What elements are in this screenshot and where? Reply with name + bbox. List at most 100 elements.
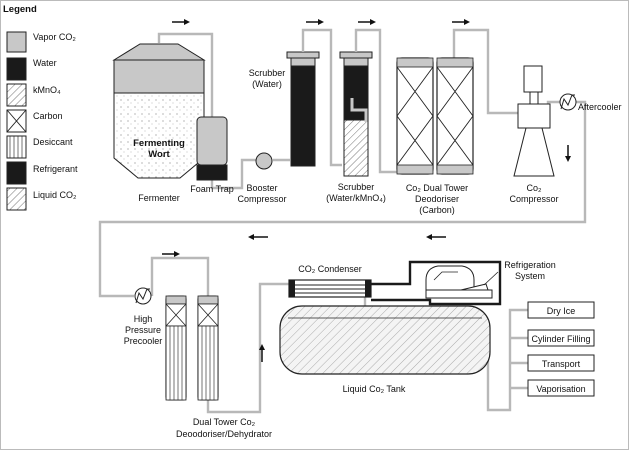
scrubber-water-label-line2: (Water)	[252, 79, 282, 89]
aftercooler-icon	[559, 93, 577, 111]
compressor-motor	[523, 65, 543, 93]
legend-swatch-liquid	[6, 187, 27, 211]
refrigeration-compressor	[425, 265, 475, 291]
arrow-right-5-icon	[162, 251, 180, 257]
tank-label: Liquid Co₂ Tank	[343, 384, 406, 394]
booster-label-line1: Booster	[246, 183, 277, 193]
scrubber-kmno4-label-line2: (Water/kMnO₄)	[326, 193, 386, 203]
fermenter-vapor-space	[113, 59, 205, 94]
carbon-tower-left	[396, 57, 434, 175]
arrow-down-icon	[565, 145, 571, 162]
legend-title: Legend	[3, 4, 37, 15]
scrubber-kmno4-bed	[343, 119, 369, 177]
refrigerant-loop	[371, 260, 502, 306]
legend-swatch-water	[6, 57, 27, 81]
foam-trap-vapor	[196, 116, 228, 166]
legend-label-carbon: Carbon	[33, 111, 63, 121]
dehydrator-label-line1: Dual Tower Co₂	[193, 417, 256, 427]
legend-label-desiccant: Desiccant	[33, 137, 73, 147]
output-box-vaporisation	[527, 379, 595, 397]
arrow-right-1-icon	[172, 19, 190, 25]
legend-item-carbon: Carbon	[6, 109, 63, 133]
legend-item-refrigerant: Refrigerant	[6, 161, 78, 185]
output-vaporisation: Vaporisation	[527, 379, 595, 397]
output-cylinder-filling: Cylinder Filling	[527, 329, 595, 347]
fermenter-inner-line2: Wort	[148, 149, 170, 160]
output-transport: Transport	[527, 354, 595, 372]
refrigeration-label-line1: Refrigeration	[504, 260, 556, 270]
pipe-scrubber2-dualtower	[354, 28, 397, 174]
legend-label-liquid: Liquid CO₂	[33, 190, 77, 200]
fermenter-inner-line1: Fermenting	[133, 138, 185, 149]
pipe-fermenter-foamtrap	[157, 32, 214, 117]
pipe-dualtower-compressor	[452, 28, 520, 115]
legend-swatch-desiccant	[6, 135, 27, 159]
scrubber-kmno4-label-line1: Scrubber	[338, 182, 375, 192]
tank-body	[279, 305, 491, 375]
compressor-head	[517, 103, 551, 129]
foam-trap: Foam Trap	[190, 116, 234, 194]
legend-item-desiccant: Desiccant	[6, 135, 73, 159]
scrubber-water-column	[290, 65, 316, 167]
compressor-label-line2: Compressor	[509, 194, 558, 204]
flow-arrows	[162, 19, 571, 362]
scrubber-water-vapor	[290, 57, 316, 67]
compressor-label-line1: Co₂	[527, 183, 543, 193]
arrow-up-icon	[259, 344, 265, 362]
dual-tower-deodoriser: Co₂ Dual Tower Deodoriser (Carbon)	[396, 57, 474, 215]
fermenter: Fermenting Wort Fermenter	[112, 43, 206, 203]
condenser-label: CO₂ Condenser	[298, 264, 362, 274]
scrubber-water: Scrubber (Water)	[249, 40, 320, 167]
refrigeration-system: Refrigeration System	[425, 260, 556, 299]
output-label-cylinder: Cylinder Filling	[531, 334, 590, 344]
arrow-right-3-icon	[358, 19, 376, 25]
dual-tower-label-line3: (Carbon)	[419, 205, 455, 215]
compressor-base	[513, 127, 555, 177]
output-label-dry-ice: Dry Ice	[547, 306, 576, 316]
legend-item-kmno4: kMnO₄	[6, 83, 61, 107]
legend-swatch-kmno4	[6, 83, 27, 107]
legend-label-vapor: Vapor CO₂	[33, 32, 76, 42]
precooler-icon	[134, 287, 152, 305]
scrubber-kmno4-water	[343, 65, 369, 121]
legend-swatch-refrigerant	[6, 161, 27, 185]
pipe-tank-manifold	[486, 308, 528, 412]
legend-item-vapor: Vapor CO₂	[6, 31, 76, 53]
dual-tower-label-line2: Deodoriser	[415, 194, 459, 204]
fermenter-roof	[112, 43, 206, 61]
precooler-label-line1: High	[134, 314, 153, 324]
booster-compressor: Booster Compressor	[237, 152, 287, 204]
output-label-transport: Transport	[542, 359, 581, 369]
scrubber-kmno4-inner-tube	[350, 98, 368, 122]
arrow-right-4-icon	[452, 19, 470, 25]
carbon-tower-right	[436, 57, 474, 175]
arrow-right-2-icon	[306, 19, 324, 25]
arrow-left-2-icon	[248, 234, 268, 240]
output-label-vaporisation: Vaporisation	[536, 384, 585, 394]
output-box-transport	[527, 354, 595, 372]
aftercooler: Aftercooler	[559, 93, 622, 112]
legend-swatch-vapor	[6, 31, 27, 53]
pipe-aftercooler-return	[98, 100, 587, 298]
dual-tower-label-line1: Co₂ Dual Tower	[406, 183, 468, 193]
pipe-scrubber1-scrubber2	[301, 28, 342, 167]
output-dry-ice: Dry Ice	[527, 301, 595, 319]
precooler-label-line2: Pressure	[125, 325, 161, 335]
aftercooler-label: Aftercooler	[578, 102, 622, 112]
legend-item-water: Water	[6, 57, 57, 81]
legend: Legend Vapor CO₂ Water kMnO₄ Carbon Desi…	[3, 4, 78, 211]
co2-compressor: Co₂ Compressor	[509, 65, 559, 204]
legend-label-kmno4: kMnO₄	[33, 85, 61, 95]
precooler-label-line3: Precooler	[124, 336, 163, 346]
legend-label-water: Water	[33, 58, 57, 68]
scrubber-water-label-line1: Scrubber	[249, 68, 286, 78]
legend-label-refrigerant: Refrigerant	[33, 164, 78, 174]
output-box-dry-ice	[527, 301, 595, 319]
booster-icon	[255, 152, 273, 170]
dual-tower-dehydrator: Dual Tower Co₂ Deoodoriser/Dehydrator	[165, 295, 272, 439]
pipe-precooler-dehydrator	[150, 256, 210, 296]
pipe-dehydrator-condenser	[206, 282, 289, 414]
hp-precooler: High Pressure Precooler	[124, 287, 163, 346]
